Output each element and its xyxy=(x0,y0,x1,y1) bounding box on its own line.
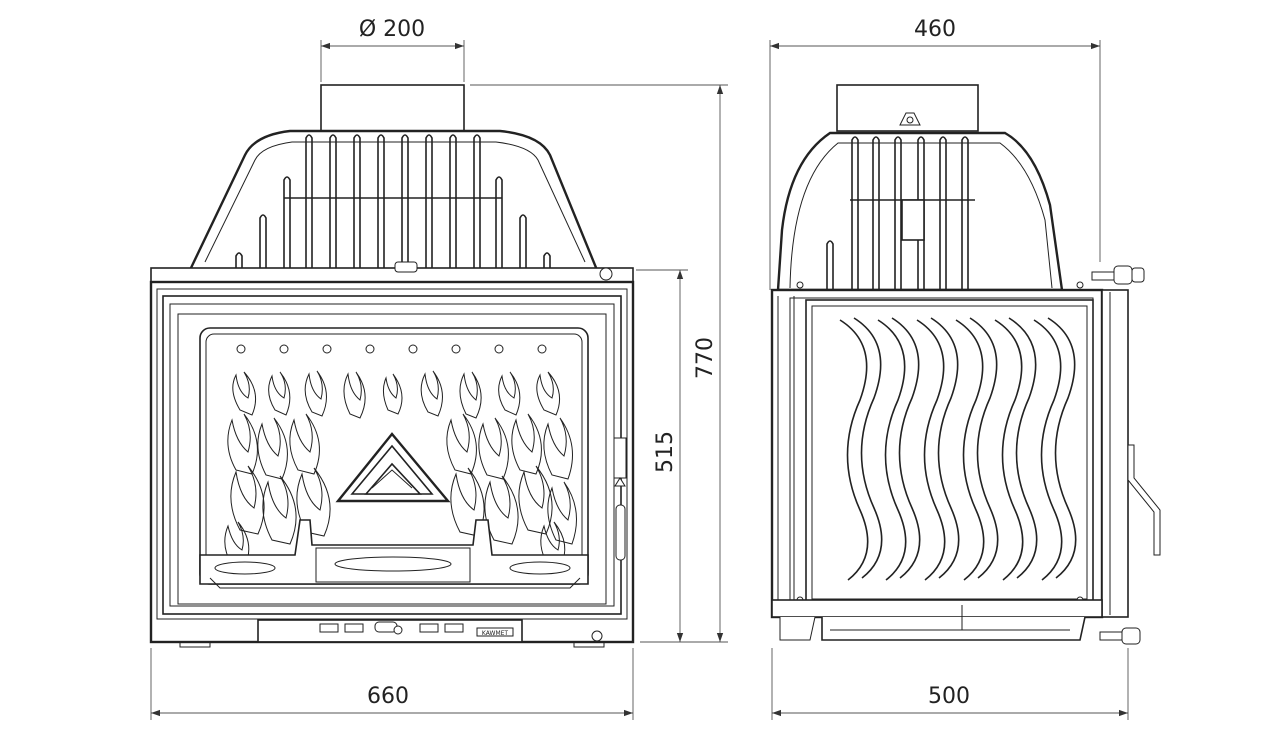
dim-side-top-depth: 460 xyxy=(914,17,956,42)
dim-side-depth: 500 xyxy=(928,684,970,709)
top-plate xyxy=(150,267,634,283)
dim-flue-diameter: Ø 200 xyxy=(359,17,425,42)
side-body xyxy=(770,288,1104,619)
convection-channels xyxy=(839,317,1077,581)
flame-pattern xyxy=(224,370,577,569)
side-door-profile xyxy=(1101,289,1129,618)
front-view: KAWMET xyxy=(149,84,635,648)
rivets xyxy=(236,344,547,354)
dim-front-width: 660 xyxy=(367,684,409,709)
air-control-knobs xyxy=(796,265,1145,645)
logo-plate xyxy=(476,627,514,637)
dimension-lines xyxy=(150,40,1129,720)
logo-plate-text: KAWMET xyxy=(482,630,509,637)
brand-logo-mark xyxy=(335,432,451,503)
hood-ribs xyxy=(235,134,551,268)
dim-body-height: 515 xyxy=(653,431,678,473)
flue-collar xyxy=(320,84,465,132)
front-hood xyxy=(188,129,599,272)
dimension-labels: Ø 200 460 660 500 770 515 xyxy=(359,17,970,709)
door-latch xyxy=(613,437,627,561)
side-view xyxy=(770,84,1161,645)
dim-total-height: 770 xyxy=(693,337,718,379)
grate xyxy=(199,519,589,589)
